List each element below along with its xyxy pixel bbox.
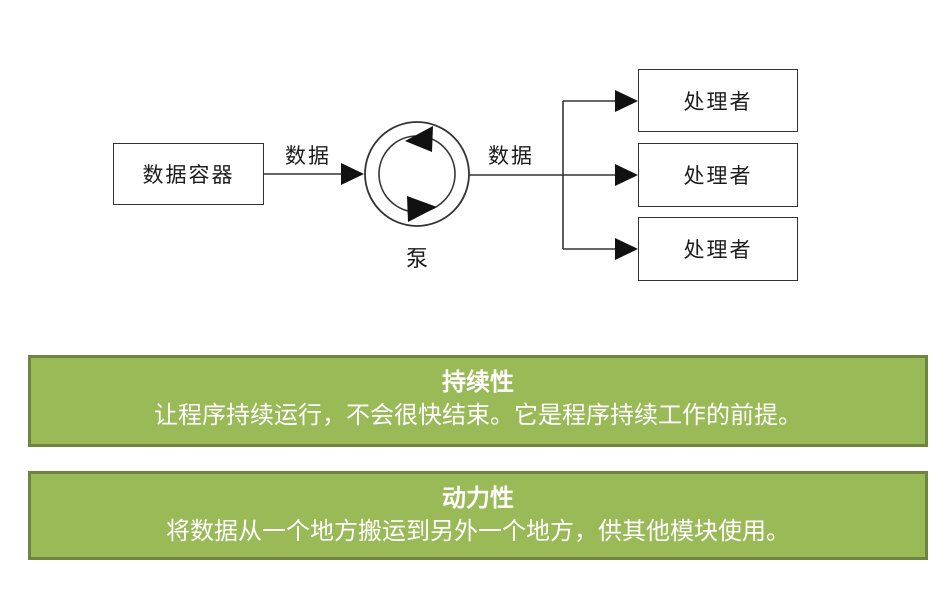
banner-persistence-body: 让程序持续运行，不会很快结束。它是程序持续工作的前提。: [154, 402, 802, 429]
data-container-box: 数据容器: [113, 143, 264, 205]
data-edge-label-left: 数据: [285, 144, 331, 168]
pump-label: 泵: [405, 246, 428, 271]
processor-label: 处理者: [683, 238, 753, 262]
pump-rotation-arrow-top-icon: [405, 126, 433, 152]
arrowhead-processor-2-icon: [615, 164, 638, 186]
banner-persistence: 持续性 让程序持续运行，不会很快结束。它是程序持续工作的前提。: [28, 355, 928, 447]
data-edge-label-right: 数据: [488, 144, 534, 168]
processor-box-2: 处理者: [638, 143, 798, 207]
pump-outer-circle-icon: [364, 121, 470, 227]
banner-dynamics-body: 将数据从一个地方搬运到另外一个地方，供其他模块使用。: [166, 518, 790, 545]
arrowhead-into-pump-icon: [341, 163, 364, 185]
arrowhead-processor-1-icon: [615, 90, 638, 112]
banner-dynamics: 动力性 将数据从一个地方搬运到另外一个地方，供其他模块使用。: [28, 471, 928, 560]
processor-box-1: 处理者: [638, 69, 798, 132]
processor-label: 处理者: [683, 164, 753, 188]
processor-box-3: 处理者: [638, 217, 798, 281]
banner-dynamics-title: 动力性: [442, 485, 514, 512]
pump-rotation-arrow-bottom-icon: [407, 196, 437, 222]
processor-label: 处理者: [683, 89, 753, 114]
banner-persistence-title: 持续性: [442, 369, 514, 396]
data-container-label: 数据容器: [142, 163, 235, 187]
arrowhead-processor-3-icon: [615, 238, 638, 260]
flow-connector-lines: [264, 90, 638, 260]
